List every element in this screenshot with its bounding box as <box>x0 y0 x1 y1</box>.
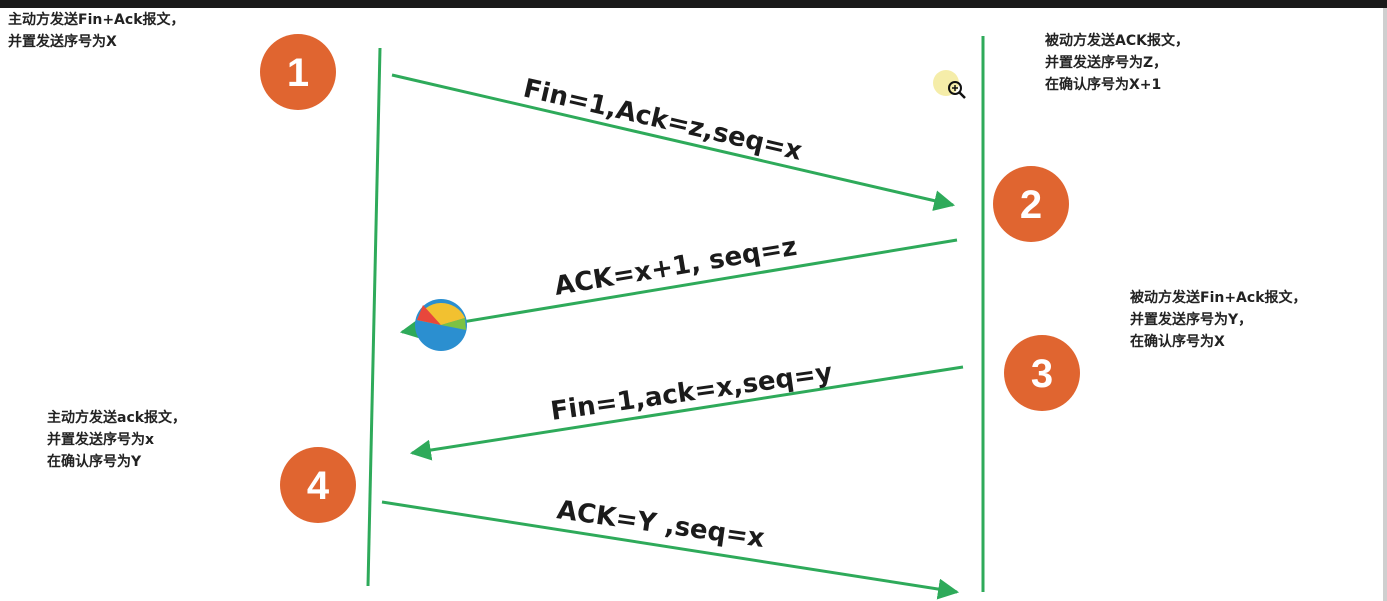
step-4-note-line-3: 在确认序号为Y <box>47 454 142 470</box>
step-circle-3: 3 <box>1004 335 1080 411</box>
arrow-2 <box>399 238 958 340</box>
step-number-2: 2 <box>1020 183 1042 227</box>
step-3-note-line-2: 并置发送序号为Y， <box>1130 312 1253 328</box>
arrow-1 <box>391 73 956 211</box>
message-label-1: Fin=1,Ack=z,seq=x <box>520 74 805 167</box>
step-1-note-line-2: 并置发送序号为X <box>8 34 117 50</box>
step-number-4: 4 <box>307 464 330 508</box>
message-label-2: ACK=x+1, seq=z <box>552 232 799 302</box>
step-number-3: 3 <box>1031 352 1053 396</box>
step-circle-2: 2 <box>993 166 1069 242</box>
colorful-ball-icon <box>415 299 467 351</box>
step-number-1: 1 <box>287 51 309 95</box>
step-2-note-line-2: 并置发送序号为Z， <box>1045 55 1168 71</box>
step-circle-1: 1 <box>260 34 336 110</box>
step-3-note-line-1: 被动方发送Fin+Ack报文， <box>1130 290 1307 306</box>
step-4-note: 主动方发送ack报文， 并置发送序号为x 在确认序号为Y <box>47 407 186 473</box>
step-3-note-line-3: 在确认序号为X <box>1130 334 1225 350</box>
zoom-in-icon <box>933 70 966 99</box>
diagram-canvas <box>0 8 1387 601</box>
step-2-note: 被动方发送ACK报文， 并置发送序号为Z， 在确认序号为X+1 <box>1045 30 1189 96</box>
step-2-note-line-1: 被动方发送ACK报文， <box>1045 33 1189 49</box>
step-1-note-line-1: 主动方发送Fin+Ack报文， <box>8 12 185 28</box>
arrow-4 <box>381 500 960 600</box>
step-2-note-line-3: 在确认序号为X+1 <box>1045 77 1162 93</box>
step-4-note-line-1: 主动方发送ack报文， <box>47 410 187 426</box>
right-border <box>1383 8 1387 601</box>
step-circle-4: 4 <box>280 447 356 523</box>
step-4-note-line-2: 并置发送序号为x <box>47 432 155 448</box>
step-1-note: 主动方发送Fin+Ack报文， 并置发送序号为X <box>8 9 185 53</box>
left-timeline <box>366 47 382 587</box>
arrow-3 <box>409 365 964 461</box>
message-label-3: Fin=1,ack=x,seq=y <box>549 358 835 427</box>
step-3-note: 被动方发送Fin+Ack报文， 并置发送序号为Y， 在确认序号为X <box>1130 287 1307 353</box>
